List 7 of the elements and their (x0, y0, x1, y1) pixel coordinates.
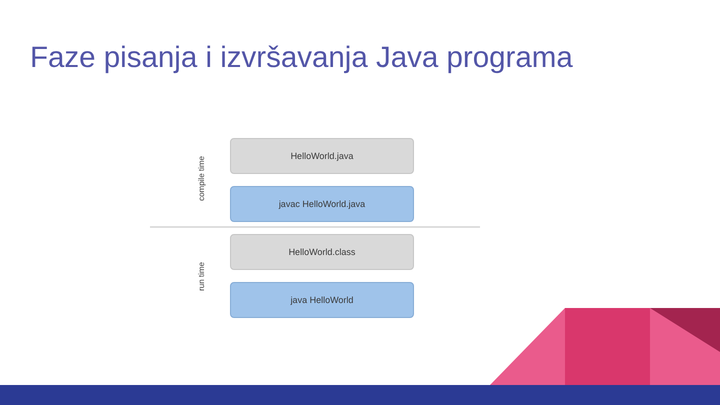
phase-label: compile time (196, 156, 206, 200)
slide-title: Faze pisanja i izvršavanja Java programa (30, 41, 573, 75)
file-box: HelloWorld.class (230, 234, 414, 270)
file-box: HelloWorld.java (230, 138, 414, 174)
phase-label: run time (196, 262, 206, 290)
command-box: java HelloWorld (230, 282, 414, 318)
command-box: javac HelloWorld.java (230, 186, 414, 222)
